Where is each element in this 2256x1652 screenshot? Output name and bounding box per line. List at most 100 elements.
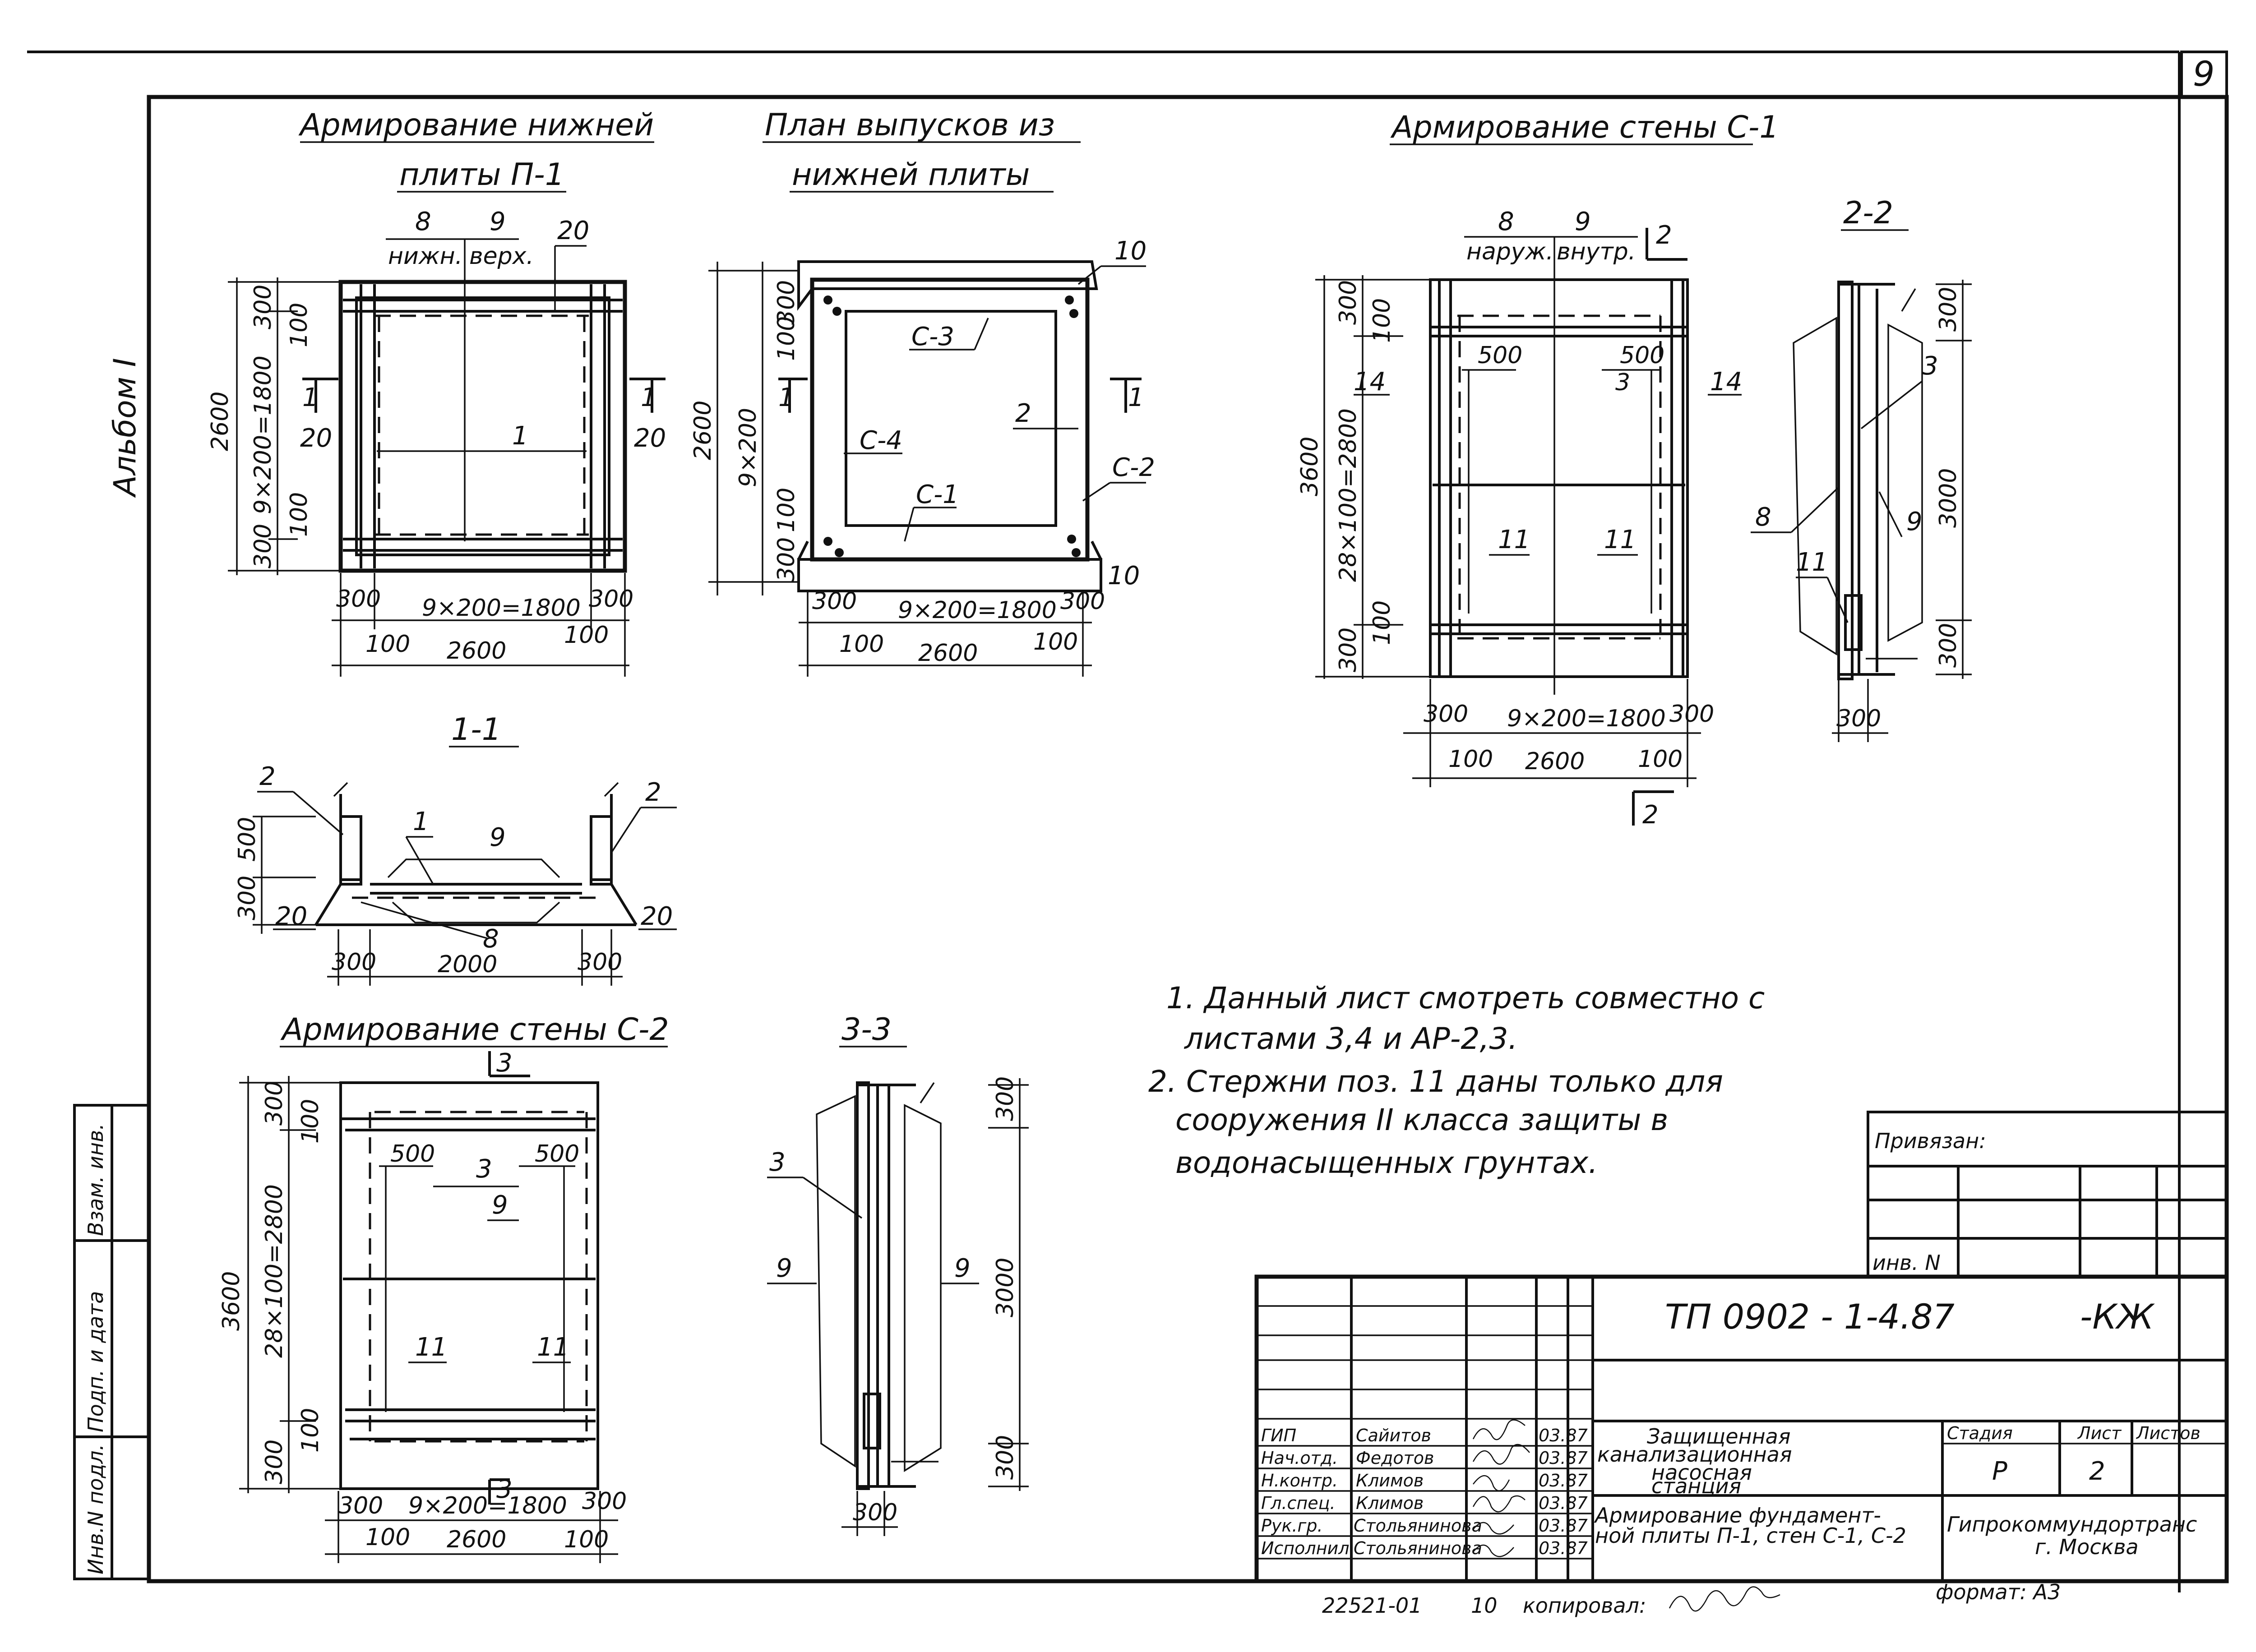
- wallc1-dim-2600-h: 2600: [1525, 748, 1585, 775]
- wallc1-pos-14-left: 14: [1354, 367, 1386, 397]
- sig-name-6: Стольянинова: [1354, 1538, 1482, 1558]
- sig-role-1: ГИП: [1261, 1426, 1296, 1445]
- sec11-label-9: 9: [490, 823, 506, 852]
- sig-name-3: Климов: [1356, 1471, 1424, 1490]
- dowel-dim-300-v-bot: 300: [773, 537, 800, 582]
- dowel-label-10-top: 10: [1114, 236, 1146, 266]
- sec11-dim-300-left: 300: [332, 949, 376, 976]
- wallc2-dim-300-bot: 300: [261, 1440, 288, 1484]
- binding-block: Привязан: инв. N: [1867, 1111, 2228, 1278]
- wallc2-sec-mark-bot: 3: [496, 1475, 513, 1504]
- wallc1-dim-300-h-right: 300: [1669, 701, 1714, 728]
- wallc1-dim-1800-h: 9×200=1800: [1507, 705, 1666, 732]
- view-section-3-3: 3-3 3 9 9 300 3000 300 300: [767, 1012, 1029, 1536]
- tb-sheet-value: 2: [2089, 1457, 2105, 1486]
- slab-sec-mark-right: 1: [641, 383, 657, 412]
- tb-sheetname-2: ной плиты П-1, стен С-1, С-2: [1595, 1523, 1906, 1548]
- dowel-dim-100-h-right: 100: [1033, 628, 1078, 655]
- tb-object-3: насосная: [1651, 1460, 1752, 1485]
- wallc1-dim-300-h-left: 300: [1424, 701, 1468, 728]
- dowel-sec-left: 1: [778, 383, 795, 412]
- wallc1-pos-11-left: 11: [1498, 525, 1530, 554]
- title-block: ТП 0902 - 1-4.87 -КЖ Защищенная канализа…: [1254, 1274, 2229, 1583]
- dowel-label-c2: С-2: [1112, 453, 1155, 482]
- tb-object-4: станция: [1651, 1474, 1741, 1498]
- note-line-1: 1. Данный лист смотреть совместно с: [1166, 981, 1765, 1015]
- wallc2-dim-3600: 3600: [218, 1271, 245, 1331]
- tb-stage-header: Стадия: [1947, 1423, 2013, 1443]
- wallc2-dim-300-h-right: 300: [582, 1488, 627, 1515]
- sig-role-6: Исполнил: [1261, 1538, 1350, 1558]
- wallc2-dim-100-top: 100: [297, 1099, 324, 1144]
- footer-copied-label: копировал:: [1523, 1593, 1646, 1618]
- tb-object-1: Защищенная: [1647, 1424, 1791, 1449]
- slab-pos-1: 1: [512, 421, 528, 451]
- note-line-3: 2. Стержни поз. 11 даны только для: [1148, 1064, 1723, 1099]
- sec33-dim-300-h: 300: [853, 1499, 897, 1526]
- sig-date-4: 03.87: [1539, 1493, 1588, 1513]
- view-dowel-plan: План выпусков из нижней плиты С-3 С-4 С-…: [689, 107, 1155, 677]
- sec22-label-11: 11: [1796, 548, 1828, 577]
- wallc1-dim-3600: 3600: [1296, 437, 1323, 496]
- dowel-sec-right: 1: [1128, 383, 1144, 412]
- wallc2-dim-100-h-right: 100: [564, 1526, 609, 1553]
- note-line-2: листами 3,4 и АР-2,3.: [1183, 1021, 1517, 1056]
- wallc1-sec-mark-bot: 2: [1642, 800, 1659, 830]
- slab-dim-300-v-bot: 300: [250, 524, 277, 568]
- wallc1-title: Армирование стены С-1: [1390, 110, 1779, 145]
- slab-dim-300-h-right: 300: [589, 586, 633, 613]
- wallc1-dim-500-left: 500: [1478, 342, 1522, 369]
- sec22-title: 2-2: [1843, 195, 1893, 231]
- sec11-dim-2000: 2000: [438, 951, 497, 978]
- sig-name-4: Климов: [1356, 1493, 1424, 1513]
- view-section-1-1: 1-1 2 2 1 9 8 20 20 500: [234, 712, 677, 986]
- sec33-dim-300-bot: 300: [992, 1435, 1019, 1480]
- tb-mark: -КЖ: [2080, 1297, 2155, 1337]
- sec22-dim-300-bot: 300: [1935, 623, 1962, 668]
- dowel-title-1: План выпусков из: [765, 107, 1055, 143]
- stamp-podp-data: Подп. и дата: [83, 1291, 108, 1432]
- wallc2-pos-11-right: 11: [537, 1333, 569, 1362]
- slab-bar-9: 9: [490, 207, 506, 236]
- sec11-label-1: 1: [413, 807, 429, 836]
- wallc1-bar-9: 9: [1575, 207, 1591, 236]
- wallc2-dim-500-left: 500: [390, 1140, 435, 1167]
- dowel-label-c3: С-3: [911, 322, 954, 351]
- tb-code: ТП 0902 - 1-4.87: [1665, 1297, 1955, 1337]
- sig-date-6: 03.87: [1539, 1538, 1588, 1558]
- dowel-label-c4: С-4: [860, 426, 902, 455]
- tb-org-1: Гипрокоммундортранс: [1947, 1512, 2197, 1537]
- wallc1-pos-3: 3: [1615, 369, 1630, 396]
- slab-pos-20-left: 20: [300, 424, 332, 453]
- wallc1-dim-500-right: 500: [1620, 342, 1664, 369]
- sig-date-5: 03.87: [1539, 1516, 1588, 1536]
- slab-title-1: Армирование нижней: [298, 107, 654, 143]
- sig-role-5: Рук.гр.: [1261, 1516, 1323, 1536]
- sheet-number: 9: [2193, 54, 2214, 94]
- slab-dim-2600-h: 2600: [447, 637, 506, 664]
- sec11-dim-300-right: 300: [578, 949, 622, 976]
- view-section-2-2: 2-2 3 8 11 9 300 3000 300 300: [1751, 195, 1972, 742]
- wallc2-pos-3: 3: [476, 1154, 492, 1184]
- slab-title-2: плиты П-1: [399, 157, 564, 193]
- slab-pos-20-top: 20: [557, 216, 589, 245]
- sig-name-2: Федотов: [1356, 1448, 1434, 1468]
- dowel-dim-1800-h: 9×200=1800: [898, 597, 1057, 624]
- wallc2-dim-300-top: 300: [261, 1081, 288, 1126]
- wallc2-dim-100-h-left: 100: [365, 1524, 410, 1551]
- tb-stage-value: Р: [1992, 1457, 2007, 1486]
- wallc1-pos-11-right: 11: [1604, 525, 1636, 554]
- wallc1-bar-naruzh: наруж.: [1466, 238, 1553, 265]
- footer: 22521-01 10 копировал: формат: А3: [1322, 1580, 2061, 1618]
- dowel-dim-100-v-bot: 100: [773, 488, 800, 532]
- wallc1-dim-100-bot: 100: [1368, 600, 1396, 645]
- wallc1-dim-100-h-right: 100: [1638, 746, 1683, 773]
- sec11-label-8: 8: [483, 924, 499, 954]
- wallc2-dim-2600-h: 2600: [447, 1526, 506, 1553]
- sheet-frame: 9: [27, 51, 2229, 1592]
- tb-sheet-header: Лист: [2077, 1423, 2122, 1443]
- wallc1-bar-vnutr: внутр.: [1557, 238, 1636, 265]
- dowel-dots: [823, 295, 1081, 557]
- wallc2-dim-1800-h: 9×200=1800: [408, 1492, 567, 1519]
- view-slab-reinforcement: Армирование нижней плиты П-1 8 9 нижн. в…: [207, 107, 666, 677]
